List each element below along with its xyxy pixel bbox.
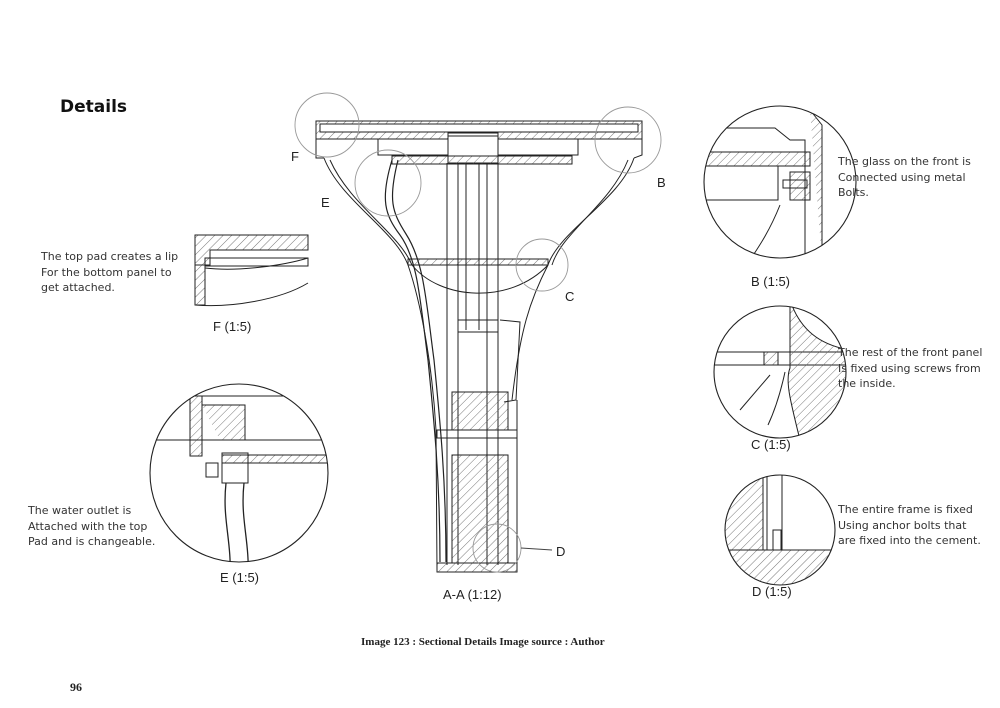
note-e: The water outlet is Attached with the to… [28,504,156,548]
detail-b-drawing [703,105,857,259]
label-detail-b: B (1:5) [751,274,791,289]
note-b: The glass on the front is Connected usin… [838,155,971,199]
callout-b: B [657,175,666,190]
page-number: 96 [70,680,82,694]
note-c: The rest of the front panel Is fixed usi… [838,346,983,390]
label-detail-f: F (1:5) [213,319,252,334]
detail-f-drawing [194,234,309,307]
detail-c-drawing [713,305,847,439]
callout-f: F [291,149,299,164]
callout-d: D [556,544,566,559]
label-detail-e: E (1:5) [220,570,260,585]
detail-e-drawing [149,383,329,563]
note-d: The entire frame is fixed Using anchor b… [838,503,981,547]
label-detail-c: C (1:5) [751,437,791,452]
main-section-drawing [315,120,643,573]
section-heading: Details [60,97,128,117]
detail-d-drawing [724,474,836,586]
detail-markers [294,92,662,573]
note-f: The top pad creates a lip For the bottom… [41,250,179,294]
label-detail-d: D (1:5) [752,584,792,599]
label-main-section: A-A (1:12) [443,587,502,602]
callout-c: C [565,289,575,304]
callout-e: E [321,195,330,210]
image-caption: Image 123 : Sectional Details Image sour… [361,636,605,648]
